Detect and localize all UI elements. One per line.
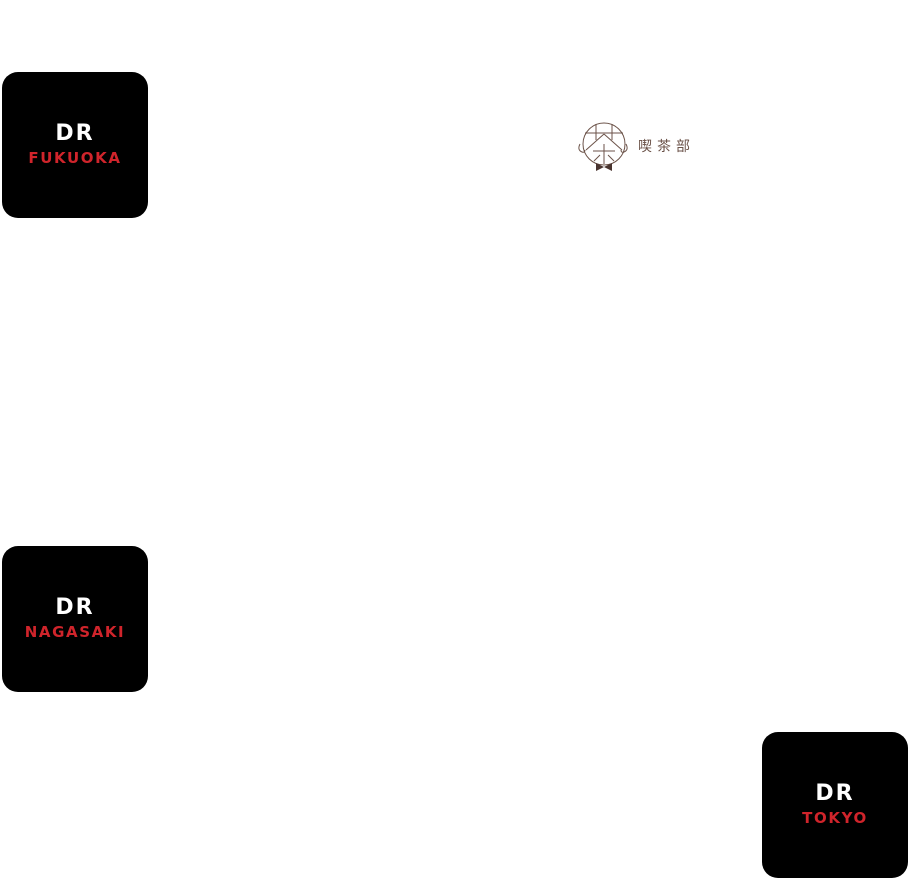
tea-kanji-emblem-icon bbox=[578, 122, 628, 171]
city-label-tokyo: TOKYO bbox=[802, 809, 868, 827]
dr-label: DR bbox=[815, 781, 855, 806]
dr-nagasaki-app-icon[interactable]: DR NAGASAKI bbox=[2, 546, 148, 692]
kissabu-logo[interactable]: 喫茶部 bbox=[576, 120, 695, 172]
dr-tokyo-app-icon[interactable]: DR TOKYO bbox=[762, 732, 908, 878]
city-label-fukuoka: FUKUOKA bbox=[28, 149, 122, 167]
dr-label: DR bbox=[55, 595, 95, 620]
city-label-nagasaki: NAGASAKI bbox=[24, 623, 126, 641]
cafe-name-text: 喫茶部 bbox=[638, 139, 695, 155]
dr-label: DR bbox=[55, 121, 95, 146]
dr-fukuoka-app-icon[interactable]: DR FUKUOKA bbox=[2, 72, 148, 218]
